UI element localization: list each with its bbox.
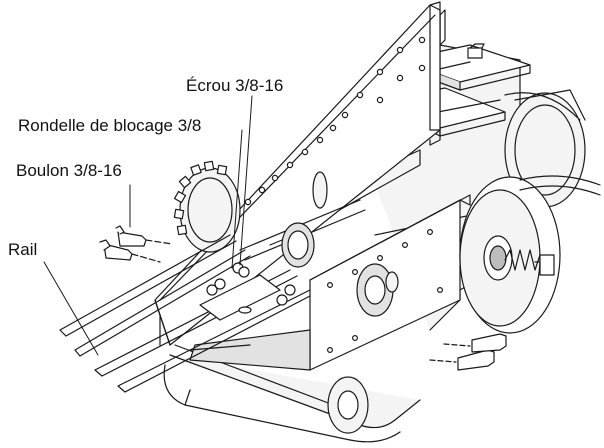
drive-pulley — [459, 175, 601, 334]
rondelle-callout-label: Rondelle de blocage 3/8 — [18, 116, 202, 135]
inner-sprocket — [356, 263, 399, 317]
leader-lines — [43, 95, 253, 356]
rail-leader — [43, 261, 99, 356]
ecrou-callout-label: Écrou 3/8-16 — [186, 76, 284, 95]
ecrou-leader — [239, 95, 253, 266]
tension-spring — [504, 249, 555, 276]
rail-bolts — [99, 225, 173, 263]
front-side-plate — [154, 1, 441, 346]
washers-nuts — [206, 262, 296, 306]
rail-callout-label: Rail — [8, 240, 38, 259]
boulon-callout-label: Boulon 3/8-16 — [16, 161, 122, 180]
bottom-roller — [327, 376, 369, 434]
bottom-bolts — [429, 333, 507, 371]
center-coupler — [269, 222, 315, 268]
rail-slot-plate — [199, 274, 281, 321]
outer-sprocket — [173, 160, 241, 253]
rondelle-leader — [231, 129, 243, 269]
